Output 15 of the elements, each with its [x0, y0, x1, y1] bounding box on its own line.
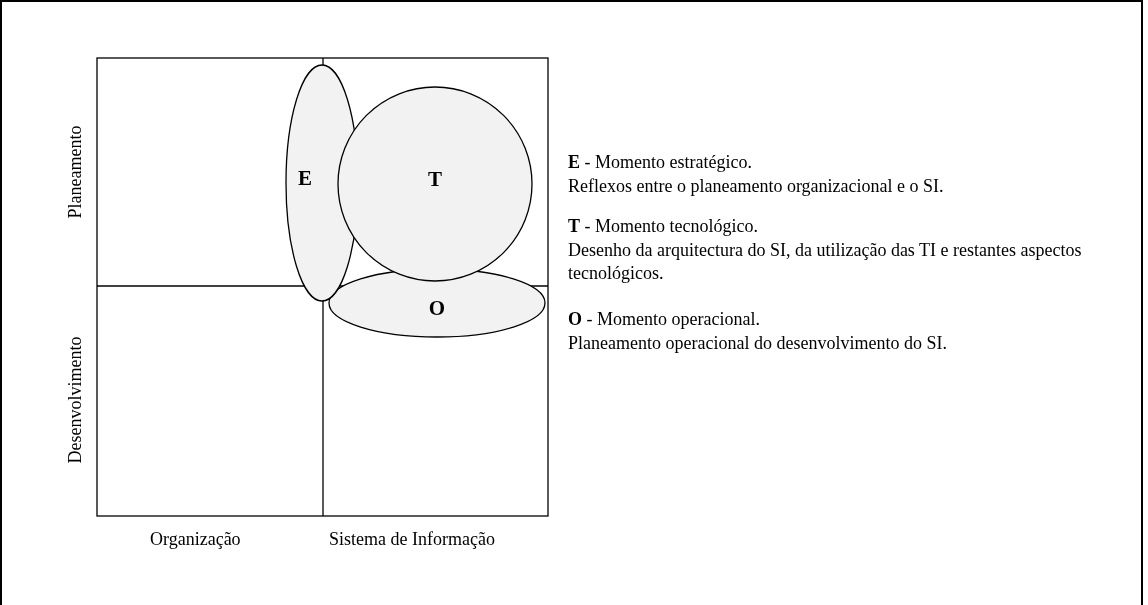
description-text: E - Momento estratégico. [568, 151, 752, 174]
axis-label: Sistema de Informação [329, 528, 495, 551]
description-text: Planeamento operacional do desenvolvimento do SI. [568, 332, 947, 355]
description-text: O - Momento operacional. [568, 308, 760, 331]
ellipse-shape [338, 87, 532, 281]
ellipse-label: O [428, 295, 446, 321]
axis-label: Planeamento [63, 125, 86, 219]
description-text: Desenho da arquitectura do SI, da utilização das TI e restantes aspectos tecnológicos. [568, 239, 1083, 285]
ellipse-label: E [298, 165, 312, 191]
ellipse-label: T [428, 166, 442, 192]
description-text: T - Momento tecnológico. [568, 215, 758, 238]
axis-label: Organização [150, 528, 241, 551]
description-text: Reflexos entre o planeamento organizacional e o SI. [568, 175, 944, 198]
axis-label: Desenvolvimento [63, 336, 86, 464]
ellipse-shape [329, 269, 545, 337]
